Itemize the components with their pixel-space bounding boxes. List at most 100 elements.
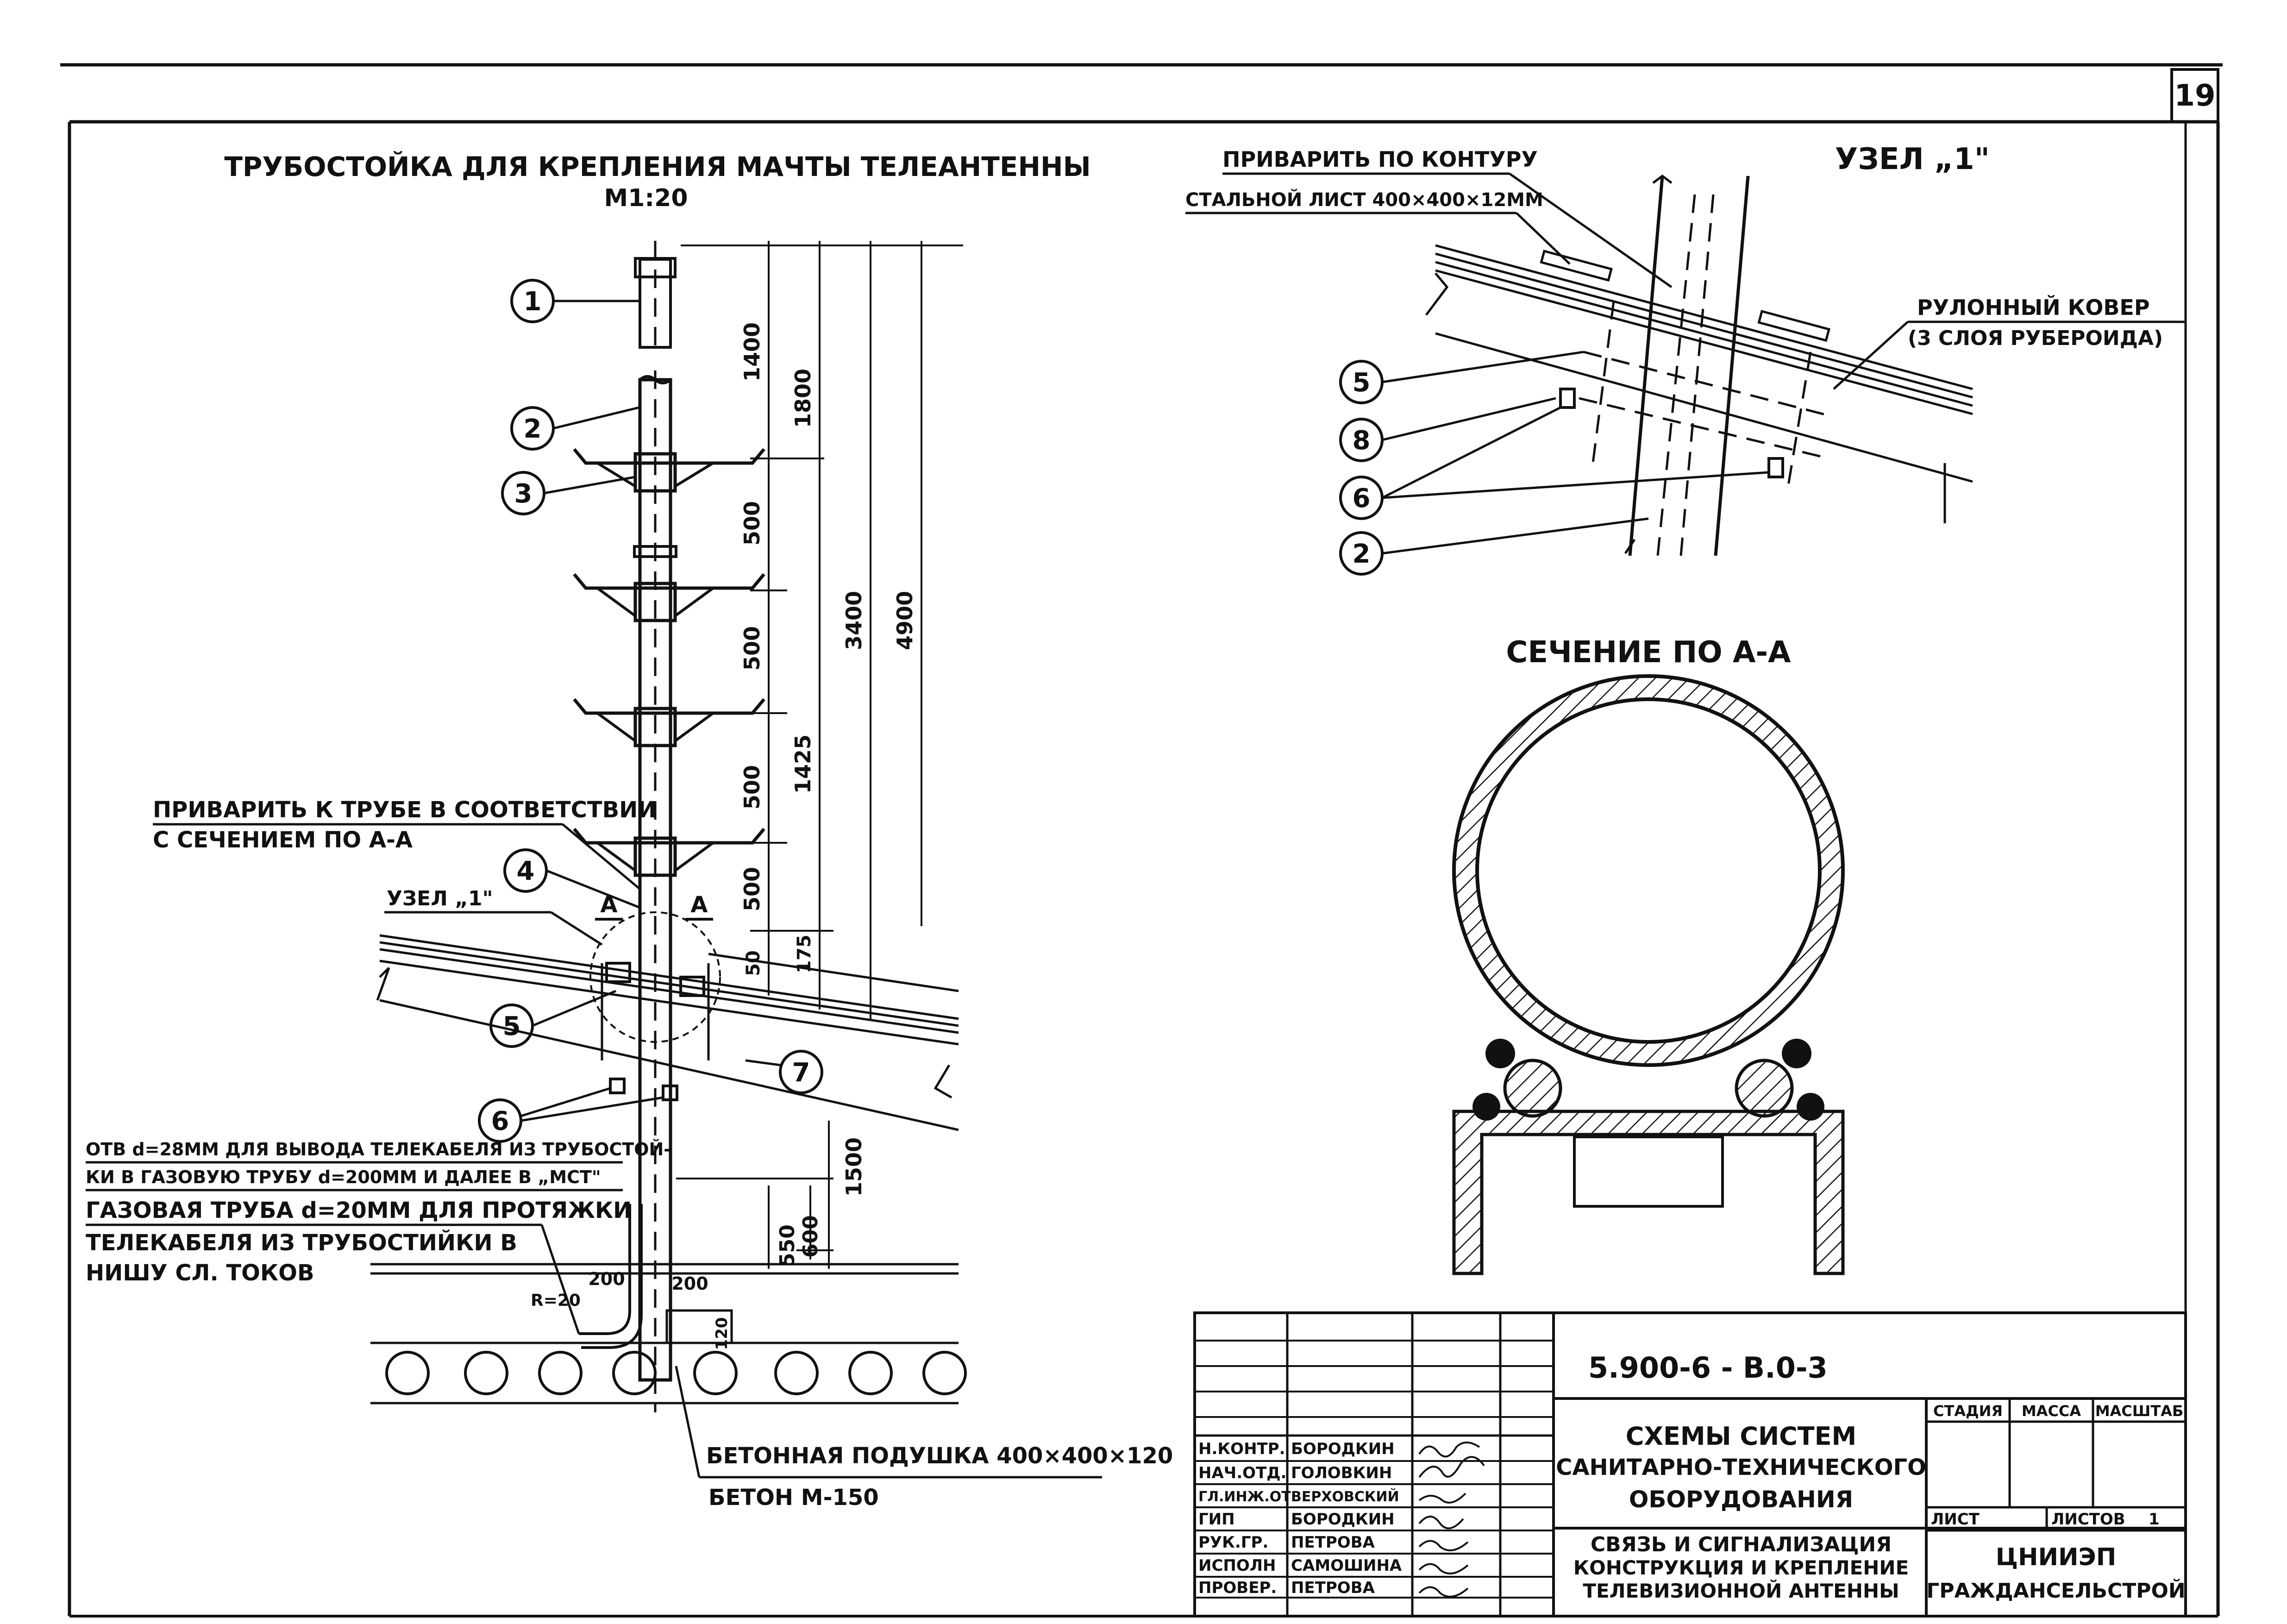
foundation [370,1263,967,1405]
role-2: НАЧ.ОТД. [1198,1464,1286,1482]
title-block: 5.900-6 - В.0-3 Н.КОНТР. НАЧ.ОТД. ГЛ.ИНЖ… [1193,1311,2187,1618]
node-1-circle [589,911,721,1043]
note-pad-line-1: БЕТОННАЯ ПОДУШКА 400×400×120 [706,1443,1173,1469]
pipe-post [638,370,672,1412]
node-callout-2: 2 [1353,539,1371,569]
col-sheets: ЛИСТОВ [2051,1510,2125,1529]
callouts-node: 5 8 6 2 [1339,351,1769,576]
col-scale: МАСШТАБ [2095,1402,2184,1420]
dim-200-a: 200 [588,1269,625,1289]
name-5: ПЕТРОВА [1291,1533,1375,1552]
bracket-4 [573,828,765,877]
node-1-label: УЗЕЛ „1" [387,887,493,910]
node-callout-8: 8 [1353,426,1371,456]
doc-code: 5.900-6 - В.0-3 [1588,1351,1828,1385]
sheet-number: 19 [2174,79,2215,113]
bracket-2 [573,545,765,622]
note-gas-line-1: ГАЗОВАЯ ТРУБА d=20ММ ДЛЯ ПРОТЯЖКИ [86,1198,632,1223]
dim-1425: 1425 [790,734,815,794]
note-gas-line-3: НИШУ СЛ. ТОКОВ [86,1260,314,1286]
dim-550: 550 [776,1224,799,1267]
dimension-lines [676,241,963,1269]
name-6: САМОШИНА [1291,1556,1402,1575]
note-weld-line-2: С СЕЧЕНИЕМ ПО А-А [153,827,413,853]
dim-500-a: 500 [739,501,764,546]
org-name-2: ГРАЖДАНСЕЛЬСТРОЙ [1926,1578,2185,1603]
role-6: ИСПОЛН [1198,1556,1276,1575]
roof-slab [376,934,959,1131]
dim-1400: 1400 [739,322,764,382]
node-callout-6: 6 [1353,483,1371,514]
callouts-left: 1 2 3 4 5 6 7 [478,279,823,1143]
dim-120: 120 [713,1317,731,1350]
callout-4: 4 [517,856,535,886]
section-a-a-view: СЕЧЕНИЕ ПО А-А [1452,635,1845,1275]
role-4: ГИП [1198,1510,1235,1529]
dimension-labels: 1400 1800 500 500 3400 4900 500 1425 500… [531,322,917,1350]
node-note-carpet-1: РУЛОННЫЙ КОВЕР [1917,295,2150,320]
role-3: ГЛ.ИНЖ.ОТ. [1198,1489,1296,1505]
project-title-1: СХЕМЫ СИСТЕМ [1626,1422,1857,1451]
section-marks: А А [595,892,713,921]
dim-500-b: 500 [739,626,764,671]
bracket-3 [573,698,765,747]
node-note-weld: ПРИВАРИТЬ ПО КОНТУРУ [1222,147,1538,172]
callout-7: 7 [792,1058,810,1088]
note-gas-line-2: ТЕЛЕКАБЕЛЯ ИЗ ТРУБОСТИЙКИ В [86,1229,517,1256]
node-callout-5: 5 [1353,368,1371,398]
signatures [1418,1442,1485,1598]
callout-3: 3 [514,479,533,509]
project-title-3: ОБОРУДОВАНИЯ [1629,1486,1853,1513]
node-1-view: УЗЕЛ „1" ПРИВАРИТЬ ПО КОНТУРУ СТАЛЬНОЙ Л… [1185,142,2186,576]
name-2: ГОЛОВКИН [1291,1464,1392,1482]
dim-500-c: 500 [739,765,764,809]
sheet-title-2: КОНСТРУКЦИЯ И КРЕПЛЕНИЕ [1573,1556,1909,1579]
sheets-count: 1 [2149,1510,2160,1529]
pipe-stand-view: ТРУБОСТОЙКА ДЛЯ КРЕПЛЕНИЯ МАЧТЫ ТЕЛЕАНТЕ… [86,150,1173,1511]
role-7: ПРОВЕР. [1198,1579,1277,1597]
channel-support [1452,1110,1845,1275]
gas-pipe [579,1204,643,1349]
pipe-stand-scale: М1:20 [604,184,688,212]
node-note-sheet: СТАЛЬНОЙ ЛИСТ 400×400×12ММ [1185,188,1543,211]
name-1: БОРОДКИН [1291,1440,1395,1458]
sheet-frame [60,63,2223,1618]
callout-5: 5 [503,1011,521,1041]
note-hole-line-2: КИ В ГАЗОВУЮ ТРУБУ d=200ММ И ДАЛЕЕ В „МС… [86,1167,601,1187]
dim-600: 600 [799,1215,822,1258]
org-name-1: ЦНИИЭП [1996,1543,2116,1571]
name-3: ВЕРХОВСКИЙ [1291,1488,1399,1505]
pipe-stand-title: ТРУБОСТОЙКА ДЛЯ КРЕПЛЕНИЯ МАЧТЫ ТЕЛЕАНТЕ… [224,150,1090,182]
col-mass: МАССА [2022,1402,2081,1420]
sheet-title-1: СВЯЗЬ И СИГНАЛИЗАЦИЯ [1591,1533,1892,1556]
col-stage: СТАДИЯ [1933,1402,2003,1420]
note-pad-line-2: БЕТОН М-150 [708,1485,879,1511]
dim-4900: 4900 [892,591,917,650]
project-title-2: САНИТАРНО-ТЕХНИЧЕСКОГО [1556,1455,1926,1480]
bracket-1 [573,448,765,493]
callout-2: 2 [524,414,542,444]
node-note-carpet-2: (3 СЛОЯ РУБЕРОИДА) [1908,326,2163,350]
node-1-title: УЗЕЛ „1" [1835,142,1990,176]
dim-1500: 1500 [841,1137,866,1197]
dim-1800: 1800 [790,369,815,428]
dim-175: 175 [794,934,815,973]
name-4: БОРОДКИН [1291,1510,1395,1529]
dim-500-d: 500 [739,867,764,911]
dim-r20: R=20 [531,1291,581,1310]
callout-1: 1 [524,287,542,317]
section-title: СЕЧЕНИЕ ПО А-А [1506,635,1791,670]
col-sheet: ЛИСТ [1931,1510,1980,1529]
name-7: ПЕТРОВА [1291,1579,1375,1597]
dim-50: 50 [743,950,764,976]
role-1: Н.КОНТР. [1198,1440,1285,1458]
notes-left: ПРИВАРИТЬ К ТРУБЕ В СООТВЕТСТВИИ С СЕЧЕН… [86,797,1173,1511]
dim-3400: 3400 [841,591,866,650]
note-hole-line-1: ОТВ d=28ММ ДЛЯ ВЫВОДА ТЕЛЕКАБЕЛЯ ИЗ ТРУБ… [86,1139,671,1160]
note-weld-line-1: ПРИВАРИТЬ К ТРУБЕ В СООТВЕТСТВИИ [153,797,657,823]
role-5: РУК.ГР. [1198,1533,1268,1552]
mast-top [634,241,677,349]
dim-200-b: 200 [671,1273,708,1294]
sheet-title-3: ТЕЛЕВИЗИОННОЙ АНТЕННЫ [1583,1579,1899,1602]
